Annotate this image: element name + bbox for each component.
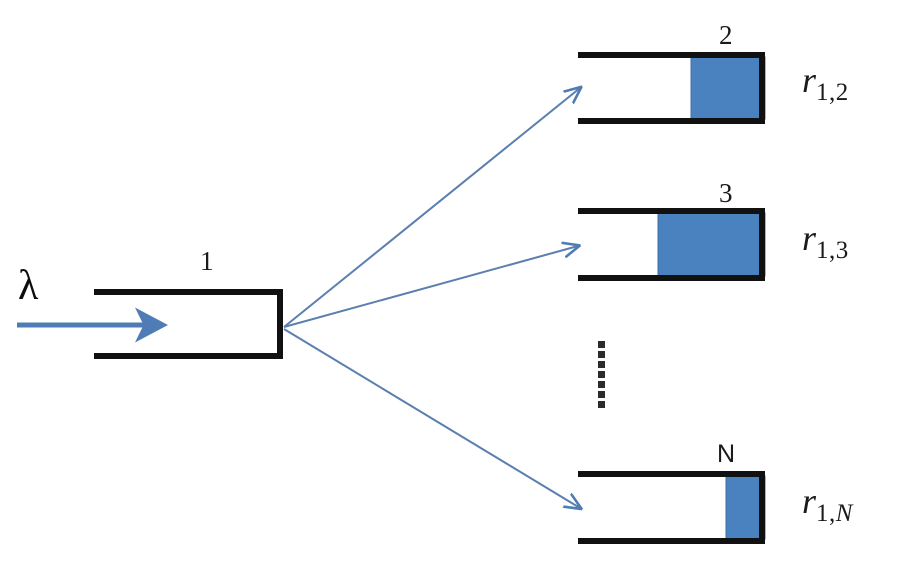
rate-label-queue-3: r1,3	[802, 220, 849, 263]
queue-2-box	[578, 52, 766, 124]
queue-N-box	[578, 471, 766, 544]
routing-arrow-to-queue-2	[283, 88, 580, 328]
routing-arrow-to-queue-N	[283, 328, 580, 508]
routing-arrow-to-queue-3	[283, 246, 578, 328]
queue-2-number-label: 2	[719, 20, 733, 50]
vertical-ellipsis-icon	[598, 341, 605, 408]
rate-base-symbol: r	[802, 218, 817, 258]
rate-label-queue-N: r1,N	[802, 483, 853, 526]
routing-arrows	[283, 88, 580, 508]
queue-3-box	[578, 208, 766, 281]
rate-base-symbol: r	[802, 481, 817, 521]
lambda-arrival-rate-label: λ	[18, 263, 39, 309]
rate-subscript: 1,3	[816, 237, 849, 264]
rate-subscript: 1,N	[816, 500, 853, 527]
queue-3-number-label: 3	[719, 178, 733, 208]
queue-N-number-label: N	[717, 440, 736, 468]
rate-base-symbol: r	[802, 60, 817, 100]
rate-subscript: 1,2	[816, 79, 849, 106]
source-queue-box	[94, 289, 283, 359]
rate-label-queue-2: r1,2	[802, 62, 849, 105]
source-queue-number-label: 1	[200, 246, 214, 276]
